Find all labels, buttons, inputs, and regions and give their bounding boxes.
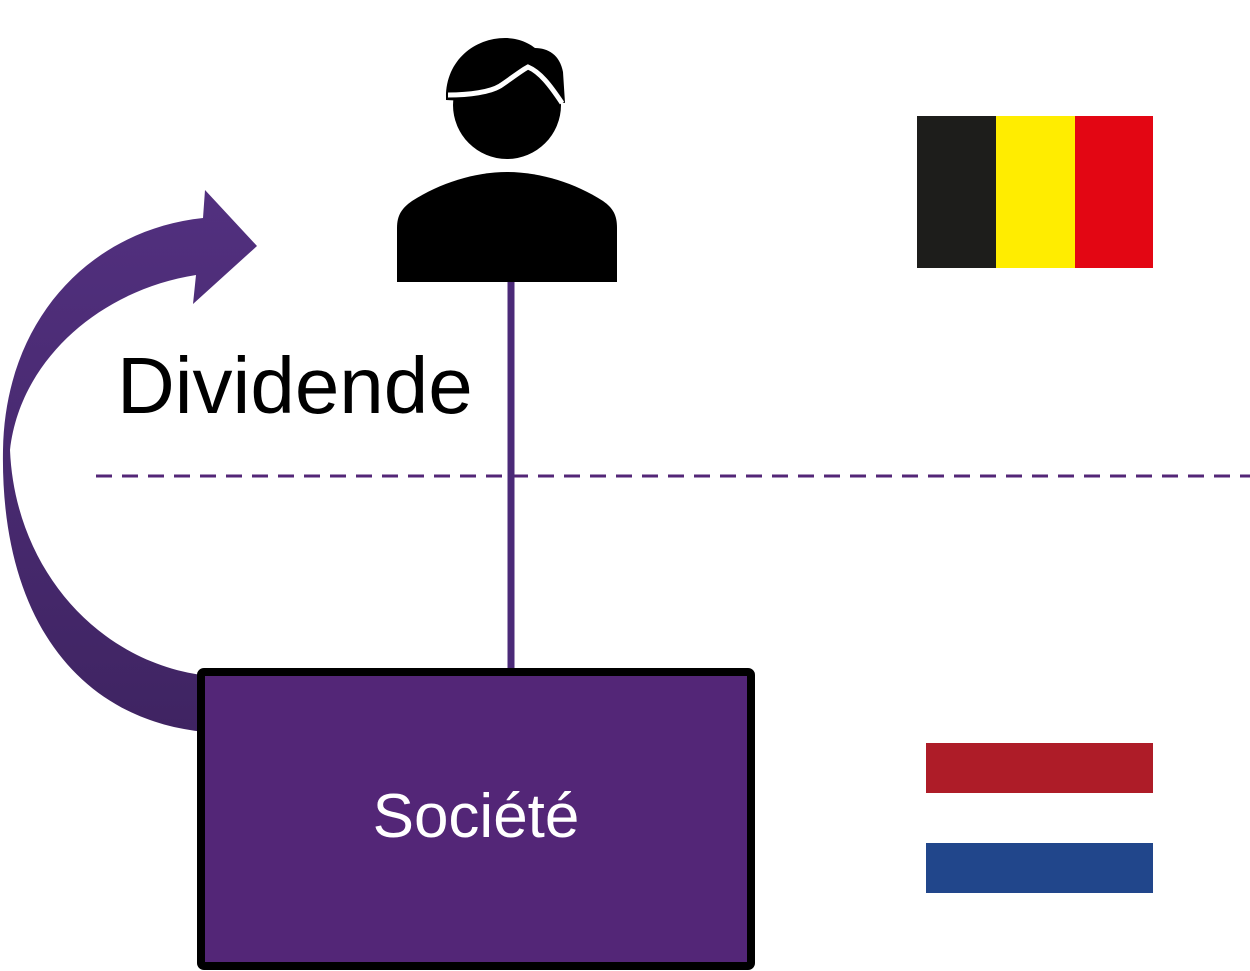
company-box	[197, 668, 755, 970]
belgium-flag	[917, 116, 1153, 268]
person-icon	[397, 38, 617, 282]
dividend-label: Dividende	[117, 341, 473, 430]
company-label: Société	[372, 782, 580, 851]
dividend-arrow	[2, 190, 257, 732]
netherlands-flag	[926, 743, 1153, 893]
